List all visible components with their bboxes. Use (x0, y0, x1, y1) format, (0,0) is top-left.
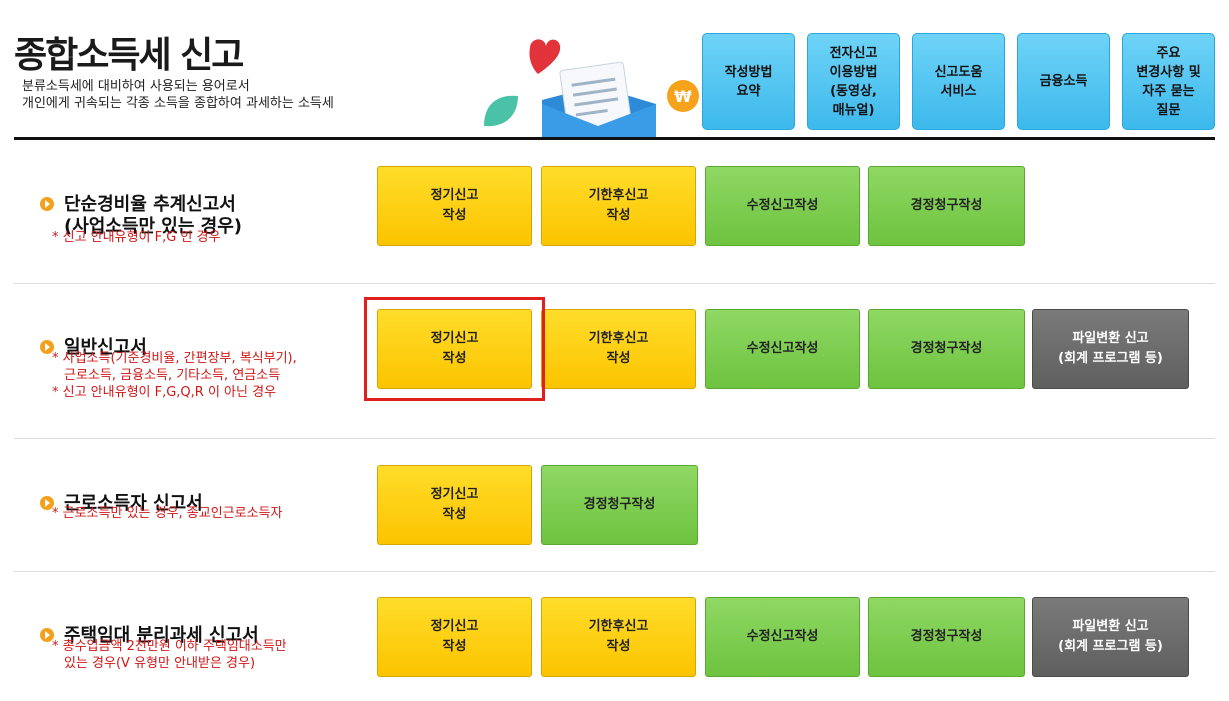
correction-claim-button[interactable]: 경정청구작성 (868, 597, 1025, 677)
page-description-line: 분류소득세에 대비하여 사용되는 용어로서 (22, 79, 250, 94)
late-filing-button[interactable]: 기한후신고 작성 (541, 309, 696, 389)
section-note: * 근로소득만 있는 경우, 종교인근로소득자 (52, 505, 282, 522)
page-title: 종합소득세 신고 (14, 35, 244, 76)
heart-icon (529, 39, 561, 74)
row-divider (14, 438, 1215, 439)
section-title-line: 일반신고서 (64, 337, 147, 358)
note-line: 근로소득, 금융소득, 기타소득, 연금소득 (64, 368, 281, 383)
note-line: * 총수입금액 2천만원 이하 주택임대소득만 (52, 639, 287, 654)
leaf-icon (484, 95, 518, 127)
section-title: 근로소득자 신고서 (40, 471, 203, 515)
correction-claim-button[interactable]: 경정청구작성 (868, 166, 1025, 246)
section-title: 주택임대 분리과세 신고서 (40, 603, 259, 647)
regular-filing-button[interactable]: 정기신고 작성 (377, 309, 532, 389)
e-filing-guide-button[interactable]: 전자신고 이용방법 (동영상, 매뉴얼) (807, 33, 900, 130)
amended-filing-button[interactable]: 수정신고작성 (705, 166, 860, 246)
page-header: 종합소득세 신고 분류소득세에 대비하여 사용되는 용어로서 개인에게 귀속되는… (0, 0, 1229, 140)
file-conversion-filing-button[interactable]: 파일변환 신고 (회계 프로그램 등) (1032, 309, 1189, 389)
header-divider (14, 137, 1215, 140)
section-title-line: 근로소득자 신고서 (64, 493, 203, 514)
note-line: * 신고 안내유형이 F,G 인 경우 (52, 230, 221, 245)
late-filing-button[interactable]: 기한후신고 작성 (541, 597, 696, 677)
regular-filing-button[interactable]: 정기신고 작성 (377, 166, 532, 246)
section-note: * 사업소득(기준경비율, 간편장부, 복식부기), 근로소득, 금융소득, 기… (52, 350, 297, 401)
late-filing-button[interactable]: 기한후신고 작성 (541, 166, 696, 246)
correction-claim-button[interactable]: 경정청구작성 (541, 465, 698, 545)
note-line: 있는 경우(V 유형만 안내받은 경우) (64, 656, 256, 671)
filing-help-service-button[interactable]: 신고도움 서비스 (912, 33, 1005, 130)
page-description: 분류소득세에 대비하여 사용되는 용어로서 개인에게 귀속되는 각종 소득을 종… (22, 78, 334, 112)
regular-filing-button[interactable]: 정기신고 작성 (377, 597, 532, 677)
section-title-line: (사업소득만 있는 경우) (64, 216, 243, 237)
file-conversion-filing-button[interactable]: 파일변환 신고 (회계 프로그램 등) (1032, 597, 1189, 677)
note-line: * 근로소득만 있는 경우, 종교인근로소득자 (52, 506, 283, 521)
section-title-line: 단순경비율 추계신고서 (64, 194, 236, 215)
howto-summary-button[interactable]: 작성방법 요약 (702, 33, 795, 130)
svg-text:₩: ₩ (674, 87, 692, 106)
header-illustration: ₩ (484, 39, 699, 138)
financial-income-button[interactable]: 금융소득 (1017, 33, 1110, 130)
note-line: * 사업소득(기준경비율, 간편장부, 복식부기), (52, 351, 297, 366)
section-title: 단순경비율 추계신고서 (사업소득만 있는 경우) (40, 172, 242, 260)
row-divider (14, 283, 1215, 284)
bullet-arrow-icon (40, 496, 54, 510)
amended-filing-button[interactable]: 수정신고작성 (705, 597, 860, 677)
row-divider (14, 571, 1215, 572)
bullet-arrow-icon (40, 628, 54, 642)
regular-filing-button[interactable]: 정기신고 작성 (377, 465, 532, 545)
section-note: * 신고 안내유형이 F,G 인 경우 (52, 229, 220, 246)
document-icon (542, 61, 656, 138)
section-title-line: 주택임대 분리과세 신고서 (64, 625, 259, 646)
won-coin-icon: ₩ (667, 80, 699, 112)
faq-changes-button[interactable]: 주요 변경사항 및 자주 묻는 질문 (1122, 33, 1215, 130)
note-line: * 신고 안내유형이 F,G,Q,R 이 아닌 경우 (52, 385, 277, 400)
correction-claim-button[interactable]: 경정청구작성 (868, 309, 1025, 389)
bullet-arrow-icon (40, 197, 54, 211)
section-note: * 총수입금액 2천만원 이하 주택임대소득만 있는 경우(V 유형만 안내받은… (52, 638, 287, 672)
section-title: 일반신고서 (40, 315, 147, 359)
bullet-arrow-icon (40, 340, 54, 354)
amended-filing-button[interactable]: 수정신고작성 (705, 309, 860, 389)
page-description-line: 개인에게 귀속되는 각종 소득을 종합하여 과세하는 소득세 (22, 96, 334, 111)
